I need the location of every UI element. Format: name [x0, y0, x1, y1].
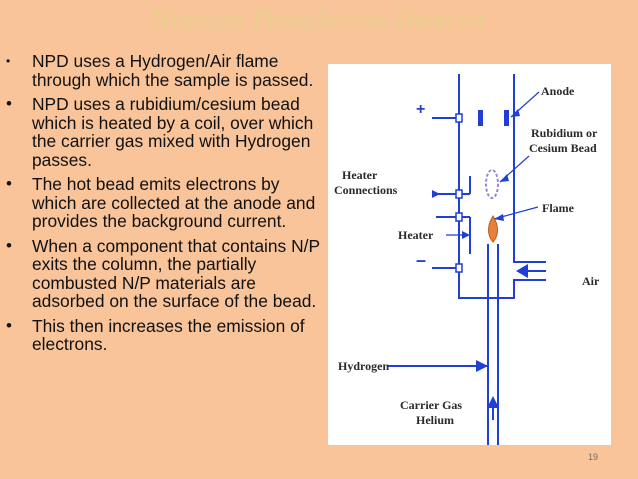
label-air: Air [582, 274, 600, 288]
connector-top [455, 113, 463, 123]
bullet-item: • NPD uses a Hydrogen/Air flame through w… [6, 52, 326, 89]
anode-plate-right [504, 110, 509, 126]
bead-arrow-icon [500, 174, 509, 182]
bullet-text: NPD uses a Hydrogen/Air flame through wh… [32, 51, 314, 90]
bullet-dot-icon: • [6, 315, 12, 335]
flame-arrow-icon [494, 214, 504, 221]
label-bead-2: Cesium Bead [529, 141, 597, 155]
anode-plate-left [478, 110, 483, 126]
detector-body-outline [458, 74, 546, 299]
bead-icon [485, 169, 499, 199]
detector-body-right [513, 74, 546, 263]
column-tube [487, 244, 499, 445]
hydrogen-arrow-icon [476, 360, 488, 372]
bullet-text: When a component that contains N/P exits… [32, 235, 320, 311]
plus-symbol: + [416, 101, 425, 118]
bullet-item: • NPD uses a rubidium/cesium bead which i… [6, 94, 326, 170]
bullet-dot-icon: • [6, 174, 12, 193]
bullet-text: NPD uses a rubidium/cesium bead which is… [32, 94, 314, 170]
connector-heater-top [455, 189, 463, 199]
label-hydrogen: Hydrogen [338, 359, 389, 373]
bullet-dot-icon: • [6, 94, 12, 113]
heater-conn-arrow-icon [432, 190, 440, 198]
bullet-text: This then increases the emission of elec… [32, 315, 305, 354]
npd-diagram: + – Anode Rubidium or Cesium Bead Heater… [328, 64, 611, 445]
air-arrow-icon [516, 264, 528, 278]
bullet-item: • This then increases the emission of ele… [6, 315, 326, 354]
label-flame: Flame [542, 201, 575, 215]
label-bead-1: Rubidium or [531, 126, 598, 140]
label-carrier-1: Carrier Gas [400, 398, 462, 412]
bullet-item: • When a component that contains N/P exit… [6, 235, 326, 311]
connector-minus [455, 263, 463, 273]
bullet-dot-icon: • [6, 54, 11, 68]
minus-symbol: – [416, 250, 426, 270]
label-carrier-2: Helium [416, 413, 454, 427]
bullet-list: • NPD uses a Hydrogen/Air flame through w… [6, 52, 326, 360]
carrier-arrow-icon [487, 396, 499, 408]
label-anode: Anode [541, 84, 575, 98]
bullet-item: • The hot bead emits electrons by which a… [6, 174, 326, 231]
label-heater: Heater [398, 228, 434, 242]
connector-heater-bottom [455, 212, 463, 222]
anode-arrow-icon [511, 109, 520, 117]
bullet-dot-icon: • [6, 235, 12, 255]
heater-arrow-icon [462, 231, 470, 239]
page-number: 19 [588, 452, 599, 462]
label-heater-conn-1: Heater [342, 168, 378, 182]
bullet-text: The hot bead emits electrons by which ar… [32, 174, 316, 231]
slide-title: Nitrogen Phosphorous Detector [151, 4, 487, 33]
label-heater-conn-2: Connections [334, 183, 398, 197]
flame-icon [488, 215, 498, 243]
